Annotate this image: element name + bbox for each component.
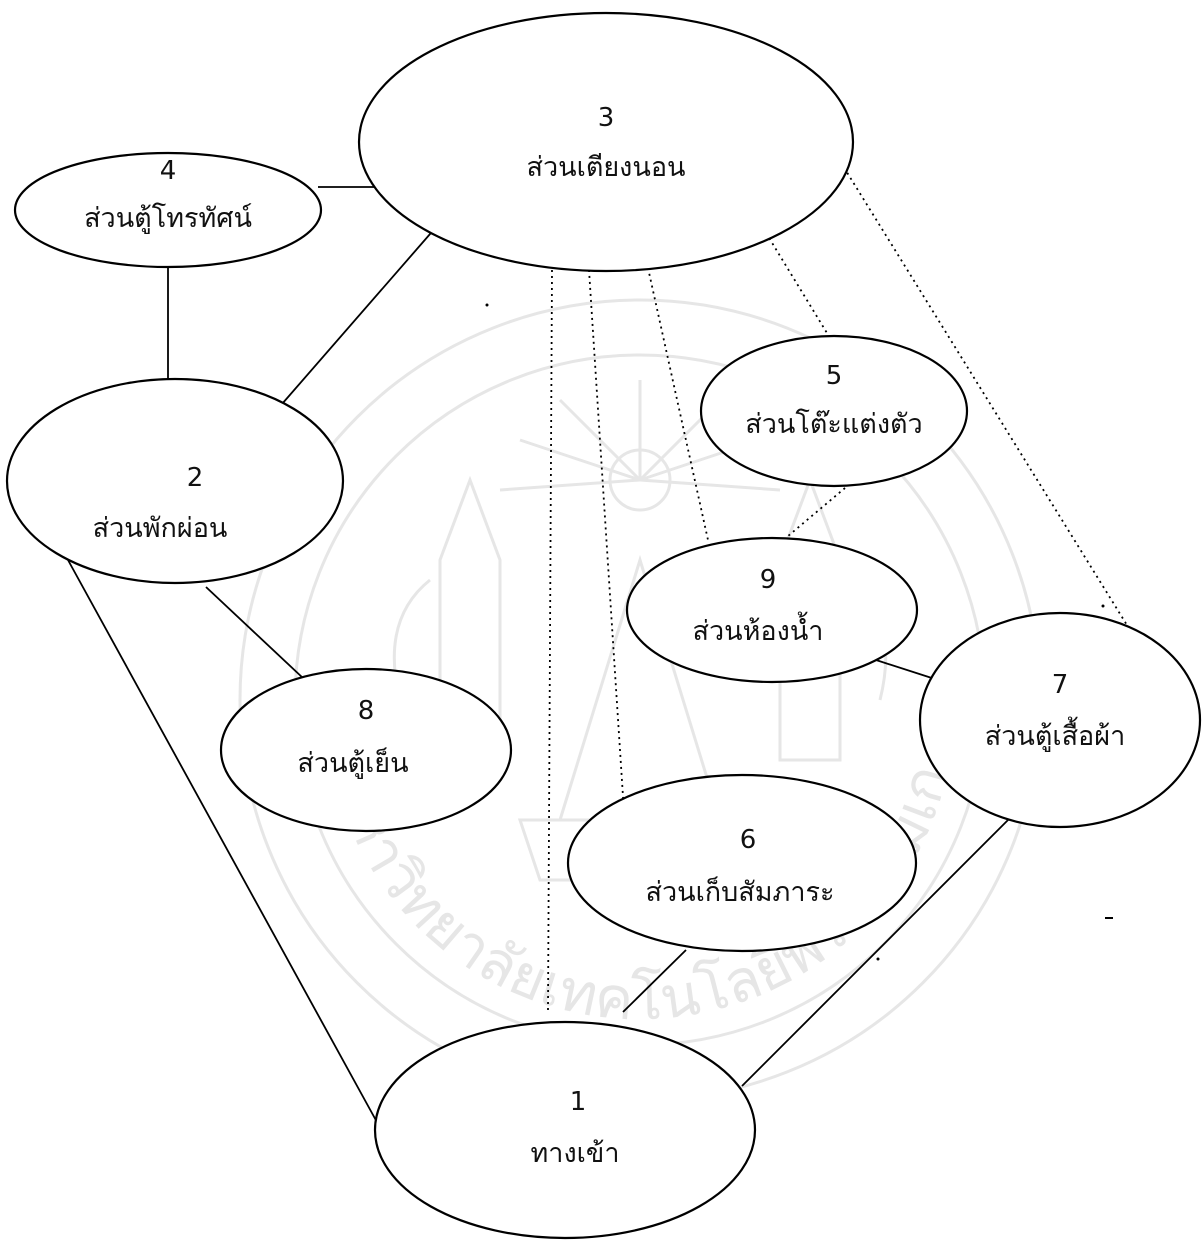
node-number: 6 <box>740 825 757 855</box>
edge-2-1 <box>67 559 379 1125</box>
node-number: 1 <box>570 1087 587 1117</box>
node-label: ส่วนพักผ่อน <box>93 513 228 544</box>
edge-2-8 <box>205 586 321 695</box>
node-number: 7 <box>1052 670 1069 700</box>
node-5-dressing-table: 5 ส่วนโต๊ะแต่งตัว <box>699 334 969 488</box>
node-label: ทางเข้า <box>531 1138 620 1169</box>
edge-3-6 <box>588 269 629 875</box>
node-label: ส่วนตู้โทรทัศน์ <box>84 202 252 234</box>
node-2-lounge: 2 ส่วนพักผ่อน <box>5 377 345 585</box>
node-3-bed: 3 ส่วนเตียงนอน <box>357 11 855 273</box>
edge-5-9 <box>780 487 846 543</box>
node-label: ส่วนเตียงนอน <box>527 152 686 183</box>
node-label: ส่วนห้องน้ำ <box>693 611 824 647</box>
connection-lines <box>67 131 1144 1125</box>
node-label: ส่วนตู้เย็น <box>297 745 408 779</box>
scan-specks <box>485 303 1113 961</box>
node-9-bathroom: 9 ส่วนห้องน้ำ <box>625 536 919 684</box>
edge-3-1 <box>547 269 553 1011</box>
edge-2-3 <box>281 225 438 405</box>
edge-3-9 <box>647 267 709 541</box>
node-6-luggage-storage: 6 ส่วนเก็บสัมภาระ <box>566 773 918 953</box>
node-number: 8 <box>358 696 375 726</box>
node-number: 5 <box>826 361 843 391</box>
node-number: 4 <box>160 156 177 186</box>
node-1-entrance: 1 ทางเข้า <box>373 1020 757 1240</box>
node-number: 2 <box>187 463 204 493</box>
edge-7-1 <box>741 813 1015 1087</box>
edge-9-7 <box>875 659 939 681</box>
edge-6-1 <box>622 949 687 1013</box>
node-label: ส่วนโต๊ะแต่งตัว <box>745 409 922 440</box>
node-label: ส่วนเก็บสัมภาระ <box>645 874 834 908</box>
node-8-fridge: 8 ส่วนตู้เย็น <box>219 667 513 833</box>
node-label: ส่วนตู้เสื้อผ้า <box>985 716 1126 752</box>
node-7-wardrobe: 7 ส่วนตู้เสื้อผ้า <box>918 611 1202 829</box>
node-number: 9 <box>760 565 777 595</box>
node-4-tv-cabinet: 4 ส่วนตู้โทรทัศน์ <box>13 151 323 269</box>
node-number: 3 <box>598 103 615 133</box>
